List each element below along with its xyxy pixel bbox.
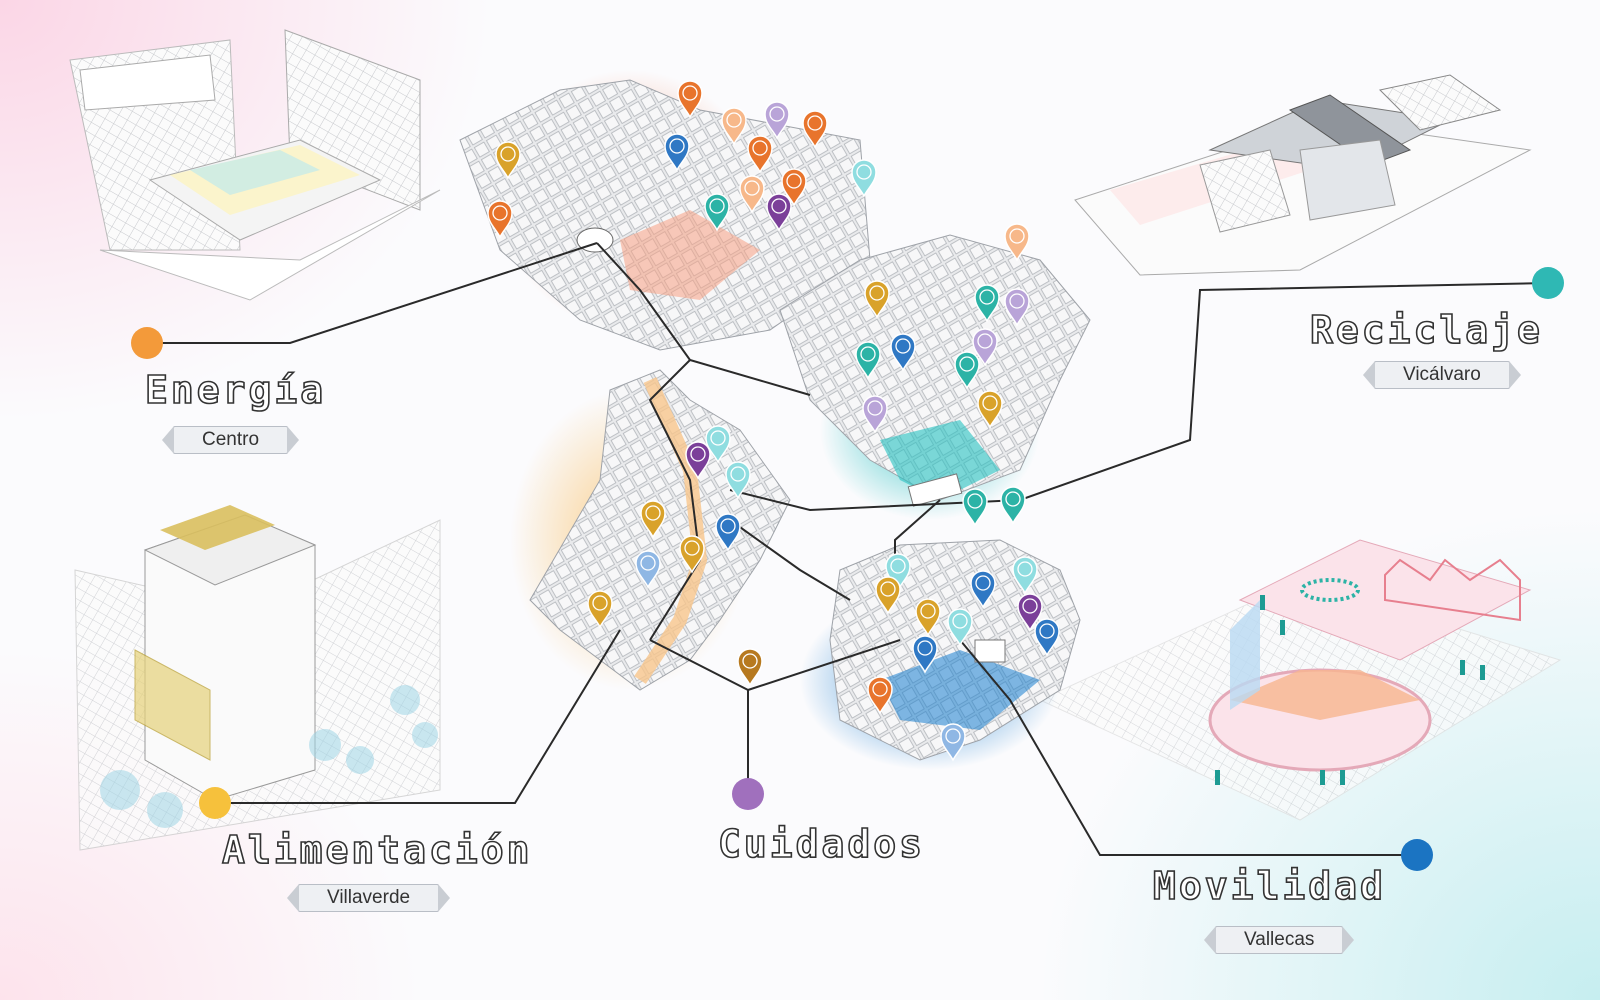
map-pin-icon[interactable]: [940, 723, 966, 762]
cuidados-title: Cuidados: [717, 821, 926, 867]
map-vallecas: [800, 539, 1081, 770]
map-pin-icon[interactable]: [704, 193, 730, 232]
alimentacion-district-tag[interactable]: Villaverde: [286, 884, 451, 912]
map-pin-icon[interactable]: [875, 576, 901, 615]
line-alimentacion: [215, 629, 621, 804]
map-pin-icon[interactable]: [587, 590, 613, 629]
map-pin-icon[interactable]: [1012, 556, 1038, 595]
map-pin-icon[interactable]: [970, 570, 996, 609]
map-pin-icon[interactable]: [855, 341, 881, 380]
map-pin-icon[interactable]: [912, 635, 938, 674]
map-pin-icon[interactable]: [915, 598, 941, 637]
map-pin-icon[interactable]: [802, 110, 828, 149]
movilidad-dot[interactable]: [1401, 839, 1433, 871]
map-pin-icon[interactable]: [1034, 618, 1060, 657]
movilidad-title: Movilidad: [1152, 863, 1386, 909]
line-centro-hub: [596, 242, 811, 396]
map-pin-icon[interactable]: [640, 500, 666, 539]
map-pin-icon[interactable]: [1004, 288, 1030, 327]
map-pin-icon[interactable]: [954, 351, 980, 390]
reciclaje-building-illustration: [1074, 74, 1532, 276]
map-pin-icon[interactable]: [977, 390, 1003, 429]
map-pin-icon[interactable]: [635, 550, 661, 589]
map-pin-icon[interactable]: [747, 135, 773, 174]
reciclaje-title: Reciclaje: [1309, 307, 1543, 353]
map-pin-icon[interactable]: [495, 141, 521, 180]
line-trunk: [648, 359, 702, 641]
map-pin-icon[interactable]: [715, 513, 741, 552]
map-pins: [487, 80, 1060, 762]
reciclaje-dot[interactable]: [1532, 267, 1564, 299]
line-energia: [147, 242, 598, 344]
map-pin-icon[interactable]: [781, 168, 807, 207]
map-pin-icon[interactable]: [725, 461, 751, 500]
map-pin-icon[interactable]: [890, 333, 916, 372]
map-pin-icon[interactable]: [685, 441, 711, 480]
map-pin-icon[interactable]: [677, 80, 703, 119]
map-pin-icon[interactable]: [867, 676, 893, 715]
map-pin-icon[interactable]: [974, 284, 1000, 323]
cuidados-dot[interactable]: [732, 778, 764, 810]
network-lines: [147, 242, 1549, 856]
alimentacion-title: Alimentación: [221, 827, 533, 873]
map-pin-icon[interactable]: [764, 101, 790, 140]
alimentacion-building-illustration: [74, 505, 441, 851]
map-pin-icon[interactable]: [1000, 486, 1026, 525]
map-pin-icon[interactable]: [1004, 223, 1030, 262]
map-pin-icon[interactable]: [766, 193, 792, 232]
map-pin-icon[interactable]: [885, 553, 911, 592]
alimentacion-dot[interactable]: [199, 787, 231, 819]
line-cuidados-vallecas: [747, 639, 901, 691]
map-pin-icon[interactable]: [721, 107, 747, 146]
line-vic-vallecas: [894, 499, 941, 560]
line-reciclaje: [729, 282, 1549, 512]
line-movilidad: [959, 639, 1417, 856]
map-pin-icon[interactable]: [487, 200, 513, 239]
movilidad-district-tag[interactable]: Vallecas: [1203, 926, 1355, 954]
map-pin-icon[interactable]: [947, 608, 973, 647]
map-pin-icon[interactable]: [664, 133, 690, 172]
map-pin-icon[interactable]: [864, 280, 890, 319]
energia-title: Energía: [144, 367, 327, 413]
energia-building-illustration: [69, 29, 441, 301]
map-pin-icon[interactable]: [972, 328, 998, 367]
energia-dot[interactable]: [131, 327, 163, 359]
map-pin-icon[interactable]: [739, 175, 765, 214]
reciclaje-district-tag[interactable]: Vicálvaro: [1363, 361, 1521, 389]
map-pin-icon[interactable]: [1017, 593, 1043, 632]
map-pin-icon[interactable]: [737, 648, 763, 687]
energia-district-tag[interactable]: Centro: [161, 426, 300, 454]
map-pin-icon[interactable]: [862, 395, 888, 434]
map-pin-icon[interactable]: [962, 488, 988, 527]
movilidad-building-illustration: [1038, 539, 1562, 821]
map-pin-icon[interactable]: [851, 159, 877, 198]
map-pin-icon[interactable]: [679, 535, 705, 574]
line-midlink: [729, 519, 851, 601]
